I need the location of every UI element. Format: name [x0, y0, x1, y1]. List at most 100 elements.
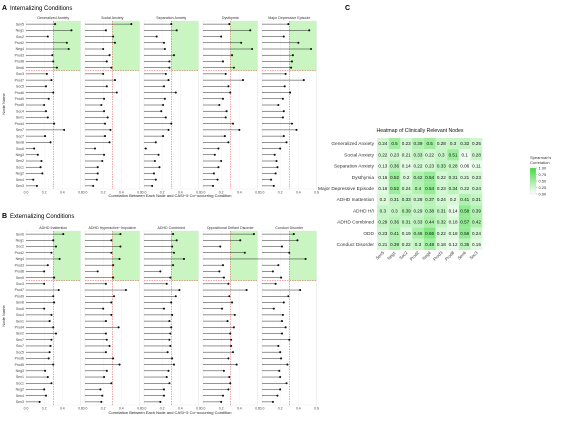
lollipop-point	[232, 326, 235, 329]
x-tick-label: 0.4	[60, 191, 65, 195]
lollipop-point	[50, 313, 53, 316]
node-label: Sen3	[16, 400, 24, 404]
heatmap-cell-value: 0.34	[449, 186, 458, 191]
lollipop-point	[297, 41, 300, 44]
heatmap-cell	[458, 171, 471, 183]
lollipop-point	[117, 326, 120, 329]
lollipop-point	[283, 85, 286, 88]
lollipop-point	[225, 110, 228, 113]
lollipop-point	[229, 91, 232, 94]
lollipop-point	[217, 147, 220, 150]
lollipop-point	[290, 66, 293, 69]
heatmap-cell	[435, 171, 448, 183]
heatmap-cell	[412, 182, 424, 194]
lollipop-point	[160, 110, 163, 113]
lollipop-point	[227, 85, 230, 88]
heatmap-cell-value: 0.06	[460, 164, 469, 169]
lollipop-point	[110, 251, 113, 254]
lollipop-point	[46, 35, 49, 38]
lollipop-point	[47, 97, 50, 100]
lollipop-point	[101, 394, 104, 397]
lollipop-point	[289, 91, 292, 94]
heatmap-row-label: Major Depressive Episode	[318, 186, 374, 192]
heatmap-cell-value: 0.37	[425, 197, 434, 202]
heatmap-cell	[470, 205, 483, 217]
lollipop-point	[96, 172, 99, 175]
heatmap-cell-value: 0.31	[437, 208, 446, 213]
node-label: Sen5	[16, 22, 24, 26]
highlight-region	[230, 21, 258, 71]
lollipop-point	[164, 72, 167, 75]
heatmap-cell	[400, 227, 413, 239]
lollipop-point	[54, 245, 58, 248]
node-label: Soc7	[16, 134, 24, 138]
heatmap-column-label: Neg1	[386, 250, 397, 261]
heatmap-cell	[400, 205, 413, 217]
heatmap-title: Heatmap of Clinically Relevant Nodes	[376, 128, 463, 134]
lollipop-point	[162, 85, 166, 88]
lollipop-point	[222, 276, 225, 279]
node-label: Soc2	[16, 245, 24, 249]
lollipop-point	[224, 116, 227, 119]
heatmap-cell	[435, 138, 448, 150]
x-tick-label: 0.2	[219, 191, 224, 195]
lollipop-point	[170, 23, 173, 26]
node-label: Prod7	[15, 288, 24, 292]
heatmap-cell	[435, 238, 448, 250]
lollipop-point	[274, 282, 277, 285]
heatmap-column-label: Prod2	[409, 250, 421, 262]
lollipop-point	[227, 141, 230, 144]
lollipop-point	[229, 382, 232, 385]
heatmap-cell-value: 0.2	[403, 175, 410, 180]
heatmap-cell	[447, 216, 459, 228]
lollipop-point	[291, 54, 294, 57]
x-tick-label: 0.2	[42, 191, 47, 195]
lollipop-point	[238, 128, 241, 131]
lollipop-point	[274, 172, 277, 175]
heatmap-cell	[377, 138, 389, 150]
lollipop-point	[272, 307, 275, 310]
lollipop-point	[103, 97, 106, 100]
lollipop-point	[273, 153, 276, 156]
lollipop-point	[44, 394, 48, 397]
node-label: Neg2	[16, 172, 24, 176]
lollipop-point	[50, 251, 53, 254]
lollipop-point	[270, 178, 273, 181]
lollipop-point	[105, 369, 108, 372]
lollipop-point	[168, 382, 171, 385]
heatmap-cell	[423, 238, 436, 250]
lollipop-point	[272, 184, 275, 187]
heatmap-cell	[423, 216, 436, 228]
lollipop-point	[239, 239, 242, 242]
node-label: Sen2	[16, 159, 24, 163]
lollipop-point	[52, 295, 55, 298]
facet-strip-label: Oppositional Defiant Disorder	[207, 226, 255, 230]
heatmap-cell	[470, 171, 483, 183]
heatmap-cell-value: 0.54	[425, 186, 434, 191]
heatmap-cell	[458, 160, 471, 172]
facet-strip	[144, 12, 199, 21]
lollipop-point	[221, 97, 225, 100]
lollipop-point	[130, 23, 133, 26]
x-tick-label: 0.0	[24, 191, 29, 195]
node-label: Neg1	[16, 239, 24, 243]
node-label: Sen2	[16, 332, 24, 336]
lollipop-point	[62, 233, 65, 236]
x-tick-label: 0.6	[78, 191, 83, 195]
node-label: Prod9	[15, 97, 24, 101]
heatmap-cell	[435, 194, 448, 206]
lollipop-point	[282, 301, 285, 304]
x-tick-label: 0.2	[160, 191, 165, 195]
lollipop-point	[51, 54, 54, 57]
heatmap-cell-value: 0.21	[460, 175, 469, 180]
x-tick-label: 0.4	[296, 191, 301, 195]
lollipop-point	[65, 41, 68, 44]
lollipop-point	[232, 66, 235, 69]
heatmap-cell-value: 0.24	[402, 186, 411, 191]
panel-b-y-axis-title: Node Name	[1, 305, 6, 327]
heatmap-cell-value: 0.15	[472, 242, 481, 247]
node-label: Prod7	[15, 78, 24, 82]
lollipop-point	[110, 239, 113, 242]
x-tick-label: 0.0	[260, 191, 265, 195]
